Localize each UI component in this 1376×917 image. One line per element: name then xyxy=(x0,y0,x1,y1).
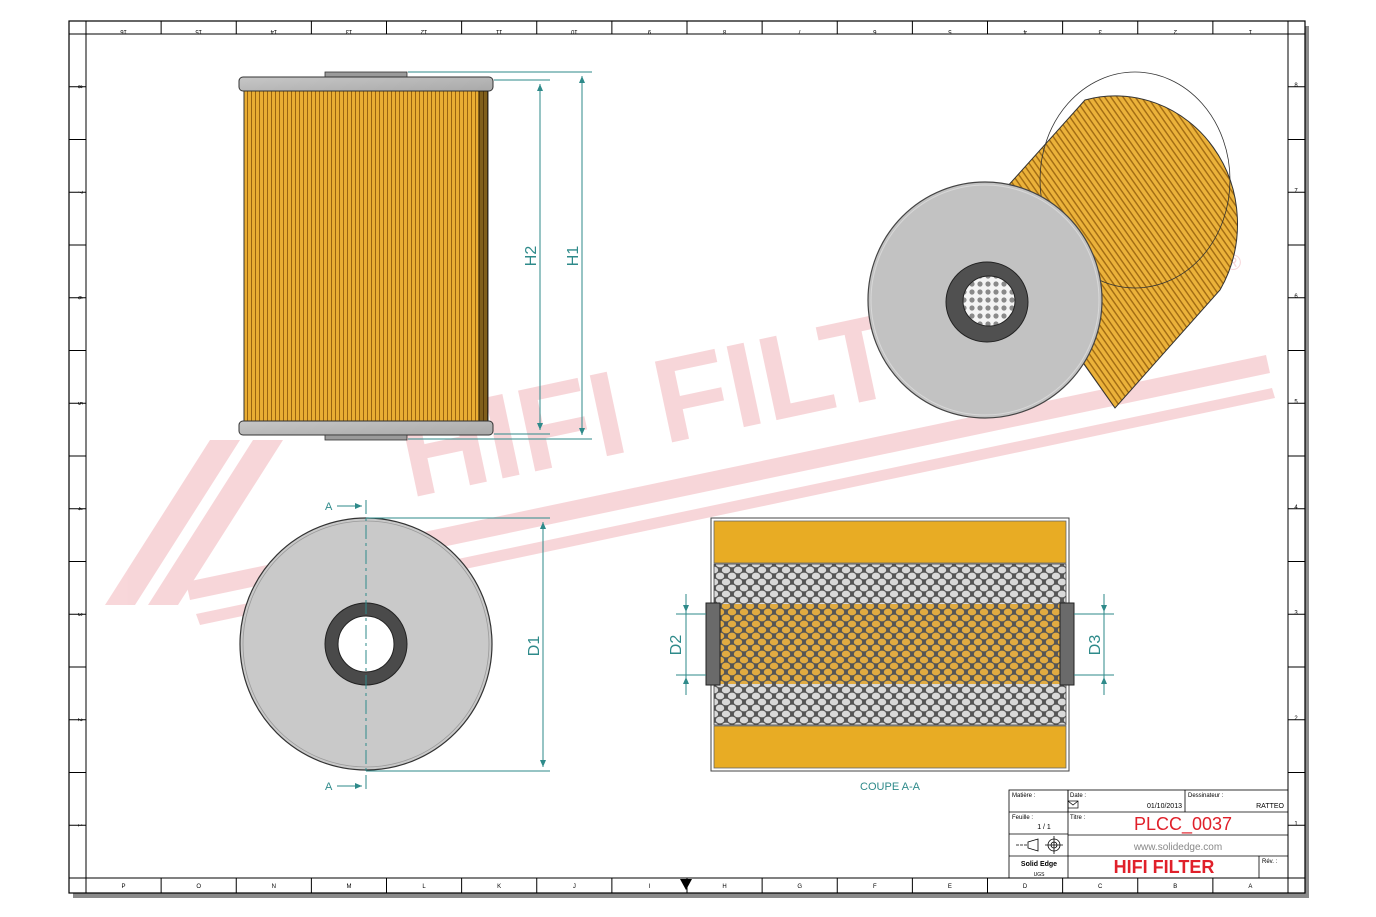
title-software: Solid Edge xyxy=(1021,861,1057,868)
dimension-h1-label: H1 xyxy=(565,246,582,267)
dimension-d1-label: D1 xyxy=(526,636,543,657)
section-line xyxy=(337,500,550,790)
bottom-zone-label: P xyxy=(122,884,126,890)
left-zone-label: 5 xyxy=(76,402,82,406)
seal-dimensions xyxy=(676,594,1114,695)
top-zone-label: 11 xyxy=(495,28,502,34)
right-zone-label: 1 xyxy=(1294,821,1298,827)
envelope-icon xyxy=(1067,800,1079,809)
bottom-endcap xyxy=(238,420,494,436)
bottom-zone-label: G xyxy=(797,884,802,890)
media-shadow xyxy=(478,91,488,421)
title-date-value: 01/10/2013 xyxy=(1147,803,1182,810)
section-caption: COUPE A-A xyxy=(860,781,921,793)
left-zone-label: 4 xyxy=(76,507,82,511)
section-marker-top: A xyxy=(325,501,333,513)
bottom-zone-label: F xyxy=(873,884,877,890)
bottom-zone-label: C xyxy=(1098,884,1103,890)
title-block xyxy=(1008,789,1289,879)
top-zone-label: 4 xyxy=(1023,28,1027,34)
top-zone-label: 12 xyxy=(420,28,427,34)
top-zone-label: 16 xyxy=(120,28,127,34)
bottom-zone-label: K xyxy=(497,884,501,890)
title-part-number: PLCC_0037 xyxy=(1134,814,1232,835)
centering-mark-icon xyxy=(680,879,692,890)
title-dessinateur-value: RATTEO xyxy=(1256,803,1284,810)
zone-labels: 16P15O14N13M12L11K10J9I8H7G6F5E4D3C2B1A8… xyxy=(76,28,1298,890)
bottom-zone-label: I xyxy=(649,884,651,890)
top-zone-label: 1 xyxy=(1248,28,1252,34)
title-feuille-label: Feuille : xyxy=(1012,815,1033,821)
bottom-spigot xyxy=(324,434,408,441)
right-zone-label: 7 xyxy=(1294,188,1298,194)
iso-center-mesh xyxy=(962,275,1016,327)
top-zone-label: 9 xyxy=(647,28,651,34)
iso-top-rim xyxy=(1039,71,1231,289)
left-zone-label: 3 xyxy=(76,613,82,617)
title-rev-label: Rév. : xyxy=(1262,859,1278,865)
right-zone-label: 6 xyxy=(1294,294,1298,300)
front-view xyxy=(238,71,494,441)
title-dessinateur-label: Dessinateur : xyxy=(1188,793,1224,799)
iso-endcap-highlight xyxy=(870,184,1100,416)
bottom-zone-label: N xyxy=(272,884,276,890)
height-dimensions xyxy=(408,71,592,440)
top-zone-label: 8 xyxy=(722,28,726,34)
left-zone-label: 1 xyxy=(76,824,82,828)
top-zone-label: 2 xyxy=(1173,28,1177,34)
bottom-zone-label: E xyxy=(948,884,952,890)
title-website: www.solidedge.com xyxy=(1133,842,1222,853)
pleated-media xyxy=(243,90,489,422)
isometric-view xyxy=(867,71,1238,419)
bottom-zone-label: A xyxy=(1248,884,1252,890)
projection-symbol-icon xyxy=(1016,836,1063,854)
left-zone-label: 8 xyxy=(76,85,82,89)
top-zone-label: 13 xyxy=(345,28,352,34)
right-zone-label: 8 xyxy=(1294,83,1298,89)
bottom-zone-label: O xyxy=(196,884,201,890)
zone-ticks xyxy=(69,21,1305,893)
top-zone-label: 10 xyxy=(570,28,577,34)
bottom-zone-label: M xyxy=(346,884,351,890)
top-zone-label: 7 xyxy=(797,28,801,34)
title-matiere-label: Matière : xyxy=(1012,793,1036,799)
right-zone-label: 3 xyxy=(1294,610,1298,616)
section-bottom-media xyxy=(713,725,1067,769)
bottom-zone-label: D xyxy=(1023,884,1028,890)
title-feuille-value: 1 / 1 xyxy=(1037,824,1051,831)
iso-pleated-body xyxy=(979,95,1238,409)
top-zone-label: 6 xyxy=(872,28,876,34)
section-left-seal xyxy=(705,602,721,686)
left-zone-label: 6 xyxy=(76,296,82,300)
title-titre-label: Titre : xyxy=(1070,815,1085,821)
section-inner-tube xyxy=(720,604,1060,684)
section-right-seal xyxy=(1059,602,1075,686)
title-software-sub: UGS xyxy=(1034,872,1046,878)
top-zone-label: 3 xyxy=(1098,28,1102,34)
section-view xyxy=(705,517,1075,772)
left-zone-label: 7 xyxy=(76,191,82,195)
dimension-d2-label: D2 xyxy=(668,635,685,656)
left-zone-label: 2 xyxy=(76,718,82,722)
section-marker-bottom: A xyxy=(325,781,333,793)
right-zone-label: 4 xyxy=(1294,505,1298,511)
bottom-zone-label: L xyxy=(422,884,426,890)
dimension-d3-label: D3 xyxy=(1087,635,1104,656)
top-endcap xyxy=(238,76,494,92)
top-zone-label: 14 xyxy=(270,28,277,34)
right-zone-label: 2 xyxy=(1294,716,1298,722)
title-company: HIFI FILTER xyxy=(1114,857,1215,877)
dimension-h2-label: H2 xyxy=(523,246,540,267)
title-date-label: Date : xyxy=(1070,793,1086,799)
right-zone-label: 5 xyxy=(1294,399,1298,405)
section-top-media xyxy=(713,520,1067,564)
bottom-zone-label: B xyxy=(1173,884,1177,890)
bottom-zone-label: J xyxy=(573,884,576,890)
top-zone-label: 5 xyxy=(948,28,952,34)
bottom-zone-label: H xyxy=(722,884,726,890)
top-zone-label: 15 xyxy=(195,28,202,34)
